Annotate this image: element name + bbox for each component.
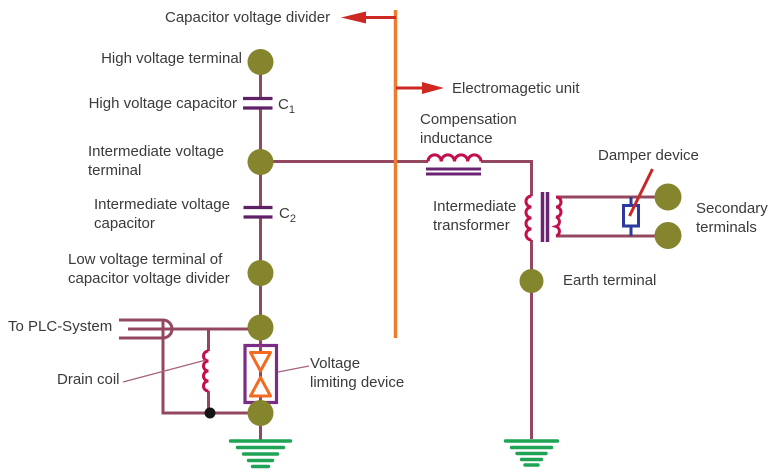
label-earth-terminal: Earth terminal [563, 272, 657, 289]
vld-triangle-up [249, 376, 272, 398]
c2-subscript: 2 [289, 213, 296, 225]
label-to-plc-system: To PLC-System [8, 318, 113, 335]
label-intermediate-voltage-terminal: Intermediate voltage terminal [88, 143, 224, 179]
plc-junction-node [247, 314, 274, 341]
intermediate-voltage-terminal-node [247, 149, 274, 175]
label-damper-device: Damper device [598, 147, 699, 164]
label-c1: C1 [278, 96, 295, 116]
label-high-voltage-terminal: High voltage terminal [101, 50, 242, 67]
vld-triangle-down [249, 351, 272, 373]
label-intermediate-transformer: Intermediate transformer [433, 198, 517, 234]
junction-dot [204, 407, 216, 419]
label-high-voltage-capacitor: High voltage capacitor [88, 95, 237, 112]
label-voltage-limiting-device: Voltage limiting device [310, 355, 405, 391]
label-intermediate-voltage-capacitor: Intermediate voltage capacitor [94, 196, 230, 232]
label-c2: C2 [279, 205, 296, 225]
transformer-primary-winding [524, 194, 532, 242]
plc-connector-arc [162, 318, 174, 340]
secondary-terminal-top-node [654, 183, 682, 211]
transformer-secondary-winding [551, 195, 563, 238]
ground-symbol-left [228, 439, 293, 469]
terminal-nodes [247, 49, 682, 426]
label-secondary-terminals: Secondary terminals [696, 200, 768, 236]
label-drain-coil: Drain coil [57, 371, 120, 388]
secondary-terminal-bottom-node [654, 222, 682, 249]
label-compensation-inductance: Compensation inductance [420, 111, 517, 147]
earth-terminal-node [519, 269, 544, 293]
c1-letter: C [278, 96, 289, 113]
capacitor-divider-arrow [341, 11, 396, 24]
drain-coil-pointer-line [122, 359, 207, 383]
drain-coil-symbol [202, 349, 209, 393]
c1-subscript: 1 [288, 104, 295, 116]
compensation-inductor-coil [426, 153, 483, 162]
arrow-right-head-icon [422, 82, 444, 94]
arrow-left-head-icon [341, 11, 366, 24]
vld-pointer-line [277, 365, 310, 373]
label-low-voltage-terminal: Low voltage terminal of capacitor voltag… [68, 251, 230, 287]
wire-inductor-to-transformer [481, 160, 533, 196]
damper-pointer-line [628, 168, 654, 217]
bottom-junction-node [247, 400, 274, 426]
label-capacitor-voltage-divider: Capacitor voltage divider [165, 9, 331, 26]
c2-letter: C [279, 205, 290, 222]
high-voltage-terminal-node [247, 49, 274, 75]
low-voltage-terminal-node [247, 260, 274, 286]
wire-left-branch [161, 320, 250, 415]
electromagnetic-unit-arrow [396, 82, 444, 94]
label-electromagnetic-unit: Electromagetic unit [452, 80, 580, 97]
ground-symbol-right [503, 439, 560, 467]
